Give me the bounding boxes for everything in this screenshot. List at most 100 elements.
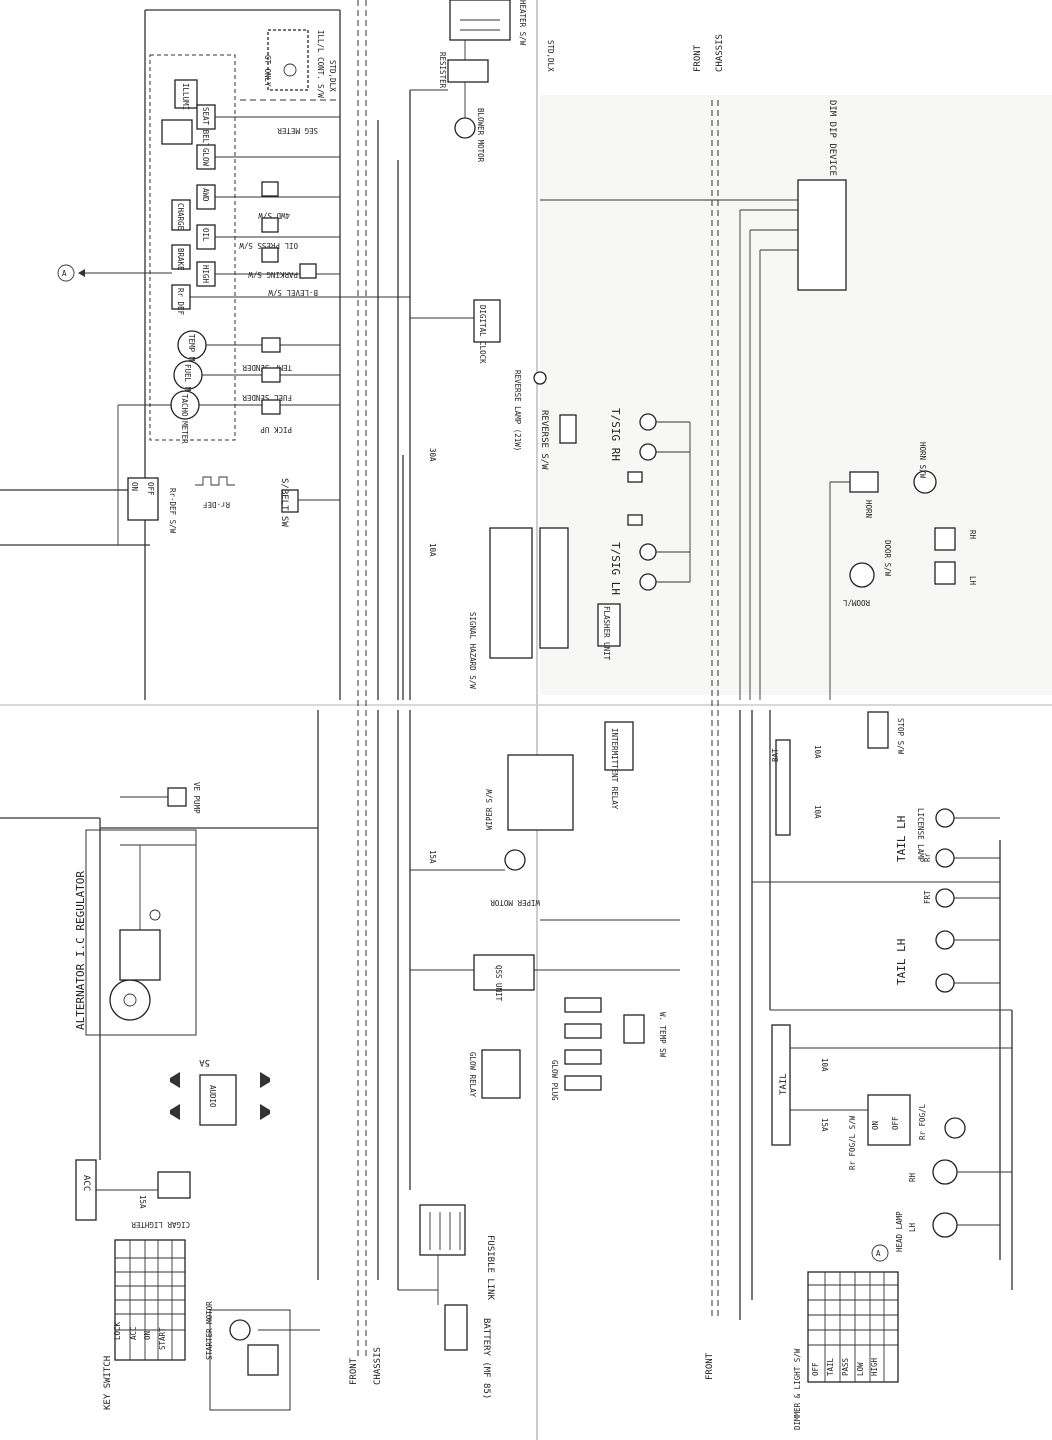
license-lamp-label: LICENSE LAMP <box>916 808 925 863</box>
seg-meter-label: SEG METER <box>277 126 318 135</box>
connector-a-top-label: A <box>62 269 67 278</box>
tail-frt-label: FRT <box>923 890 932 904</box>
glow-label: GLOW <box>201 148 210 167</box>
chassis-label-top: CHASSIS <box>715 34 725 72</box>
head-lamp-rh-symbol <box>932 1159 958 1185</box>
front-label-bottom: FRONT <box>705 1352 715 1380</box>
dimmer-off-label: OFF <box>811 1362 820 1376</box>
paper-panel-top-right <box>540 95 1052 695</box>
wiper-sw-label: WIPER S/W <box>485 789 494 830</box>
connector-a-bottom <box>871 1244 889 1262</box>
alternator-rotor-symbol <box>109 979 151 1021</box>
top-left-bus-wires <box>0 9 411 700</box>
pick-up-label: PICK UP <box>260 425 292 434</box>
rr-def-sw-off: OFF <box>146 482 155 496</box>
tail-relay-label: TAIL <box>779 1073 789 1095</box>
key-lock-label: LOCK <box>113 1321 122 1340</box>
awd-label: AWD <box>201 188 210 202</box>
speaker-rl <box>170 1104 180 1120</box>
w-temp-sw-label: W. TEMP SW <box>658 1012 667 1058</box>
head-lamp-lh-label: LH <box>908 1222 917 1232</box>
bottom-left-bus-wires <box>0 710 411 1290</box>
std-dlx-mid-label: STD,DLX <box>546 40 555 72</box>
rr-def-label: Rr DEF <box>176 288 185 316</box>
tail-lh-2-label: TAIL LH <box>895 939 908 985</box>
dimmer-switch-group: OFF TAIL PASS LOW HIGH DIMMER & LIGHT S/… <box>793 1271 899 1430</box>
stop-sw-label: STOP S/W <box>896 718 905 755</box>
tail-lh-1-label: TAIL LH <box>895 816 908 862</box>
heater-blower-group: HEATER S/W RESISTER BLOWER MOTOR STD,DLX <box>410 0 555 163</box>
digital-clock-label: DIGITAL CLOCK <box>478 305 487 364</box>
chassis-label: CHASSIS <box>373 1347 383 1385</box>
fuel-meter-label: FUEL METER <box>183 364 192 410</box>
rr-fog-lamp-symbol <box>944 1117 966 1139</box>
horn-sw-label: HORN S/W <box>918 442 927 479</box>
meter-sensors: SEG METER 4WD S/W OIL PRESS S/W PARKING … <box>57 116 410 434</box>
tsig-rh-label: T/SIG RH <box>609 408 622 461</box>
dim-dip-group: DIM DIP DEVICE HORN HORN S/W ROOM/L DOOR… <box>540 100 977 700</box>
key-on-label: ON <box>143 1331 152 1340</box>
rr-fog-sw-label: Rr FOG/L S/W <box>848 1115 857 1170</box>
dim-dip-label: DIM DIP DEVICE <box>827 100 837 176</box>
glow-system-group: QSS UNIT GLOW PLUG W. TEMP SW GLOW RELAY <box>410 919 680 1101</box>
parking-sw-label: PARKING S/W <box>248 270 298 279</box>
intermittent-relay-label: INTERMITTENT RELAY <box>610 728 619 810</box>
fog-sw-on: ON <box>871 1121 880 1130</box>
fuse-15a-a-label: 15A <box>428 850 437 864</box>
room-l-label: ROOM/L <box>842 598 870 607</box>
key-start-label: START <box>158 1327 167 1350</box>
connector-a-bottom-label: A <box>876 1249 881 1258</box>
tacho-meter-label: TACHO METER <box>180 394 189 444</box>
front-label: FRONT <box>349 1357 359 1385</box>
glow-relay-label: GLOW RELAY <box>468 1052 477 1098</box>
key-switch-group: LOCK ACC ON START KEY SWITCH <box>103 1239 186 1410</box>
rr-def-heater-label: Rr-DEF <box>202 500 230 509</box>
fusible-link-label: FUSIBLE LINK <box>485 1235 495 1301</box>
head-lamp-label: HEAD LAMP <box>895 1211 904 1252</box>
high-label: HIGH <box>201 265 210 284</box>
dimmer-pass-label: PASS <box>841 1357 850 1376</box>
rr-def-sw-label: Rr-DEF S/W <box>168 488 177 534</box>
bottom-right-bus-wires <box>739 710 1013 1320</box>
rr-def-heater-symbol <box>195 476 235 486</box>
fourwd-sw-label: 4WD S/W <box>258 211 290 220</box>
wiper-motor-label: WIPER MOTOR <box>490 898 540 907</box>
blower-motor-label: BLOWER MOTOR <box>476 108 485 163</box>
heater-sw-label: HEATER S/W <box>518 0 527 46</box>
horn-label: HORN <box>864 500 873 518</box>
qss-unit-label: QSS UNIT <box>494 965 503 1002</box>
key-acc-label: ACC <box>129 1326 138 1340</box>
flasher-unit-label: FLASHER UNIT <box>602 606 611 661</box>
dimmer-low-label: LOW <box>856 1362 865 1376</box>
std-dlx-top-label: STD,DLX <box>328 60 337 92</box>
fuse-15a-b-label: 15A <box>138 1195 147 1209</box>
fuel-sender-label: FUEL SENDER <box>242 393 292 402</box>
tail-rr-label: Rr <box>923 852 932 862</box>
room-lamp-symbol <box>849 562 875 588</box>
charge-label: CHARGE <box>176 203 185 231</box>
fuse-30a-label: 30A <box>428 448 437 462</box>
fog-sw-off: OFF <box>891 1116 900 1130</box>
fuse-10a-b-label: 10A <box>813 745 822 759</box>
blower-motor-symbol <box>454 117 476 139</box>
horn-sw-symbol <box>913 470 937 494</box>
gt-only-label: GT ONLY <box>263 55 272 87</box>
oil-label: OIL <box>201 228 210 242</box>
front-chassis-divider-left: FRONT CHASSIS <box>349 0 383 1385</box>
fuse-10a-d-label: 10A <box>820 1058 829 1072</box>
dimmer-tail-label: TAIL <box>826 1357 835 1376</box>
ila-cont-switch: GT ONLY ILL/L CONT. S/W STD,DLX <box>240 29 340 101</box>
b-level-label: B-LEVEL S/W <box>268 288 318 297</box>
sbelt-sw-label: S/BELT SW <box>279 478 289 527</box>
dimmer-sw-label: DIMMER & LIGHT S/W <box>793 1348 802 1430</box>
temp-meter-label: TEMP METER <box>187 334 196 380</box>
battery-label: BATTERY (MF 85) <box>481 1318 491 1399</box>
reverse-lamp-label: REVERSE LAMP (21W) <box>513 370 522 451</box>
fuse-5a-label: 5A <box>199 1057 210 1067</box>
ve-pump-symbol <box>167 787 187 807</box>
speaker-fr <box>260 1072 270 1088</box>
alternator-label: ALTERNATOR I.C REGULATOR <box>74 871 87 1030</box>
illumi-label: ILLUMI <box>181 83 190 110</box>
door-rh-label: RH <box>968 530 977 540</box>
